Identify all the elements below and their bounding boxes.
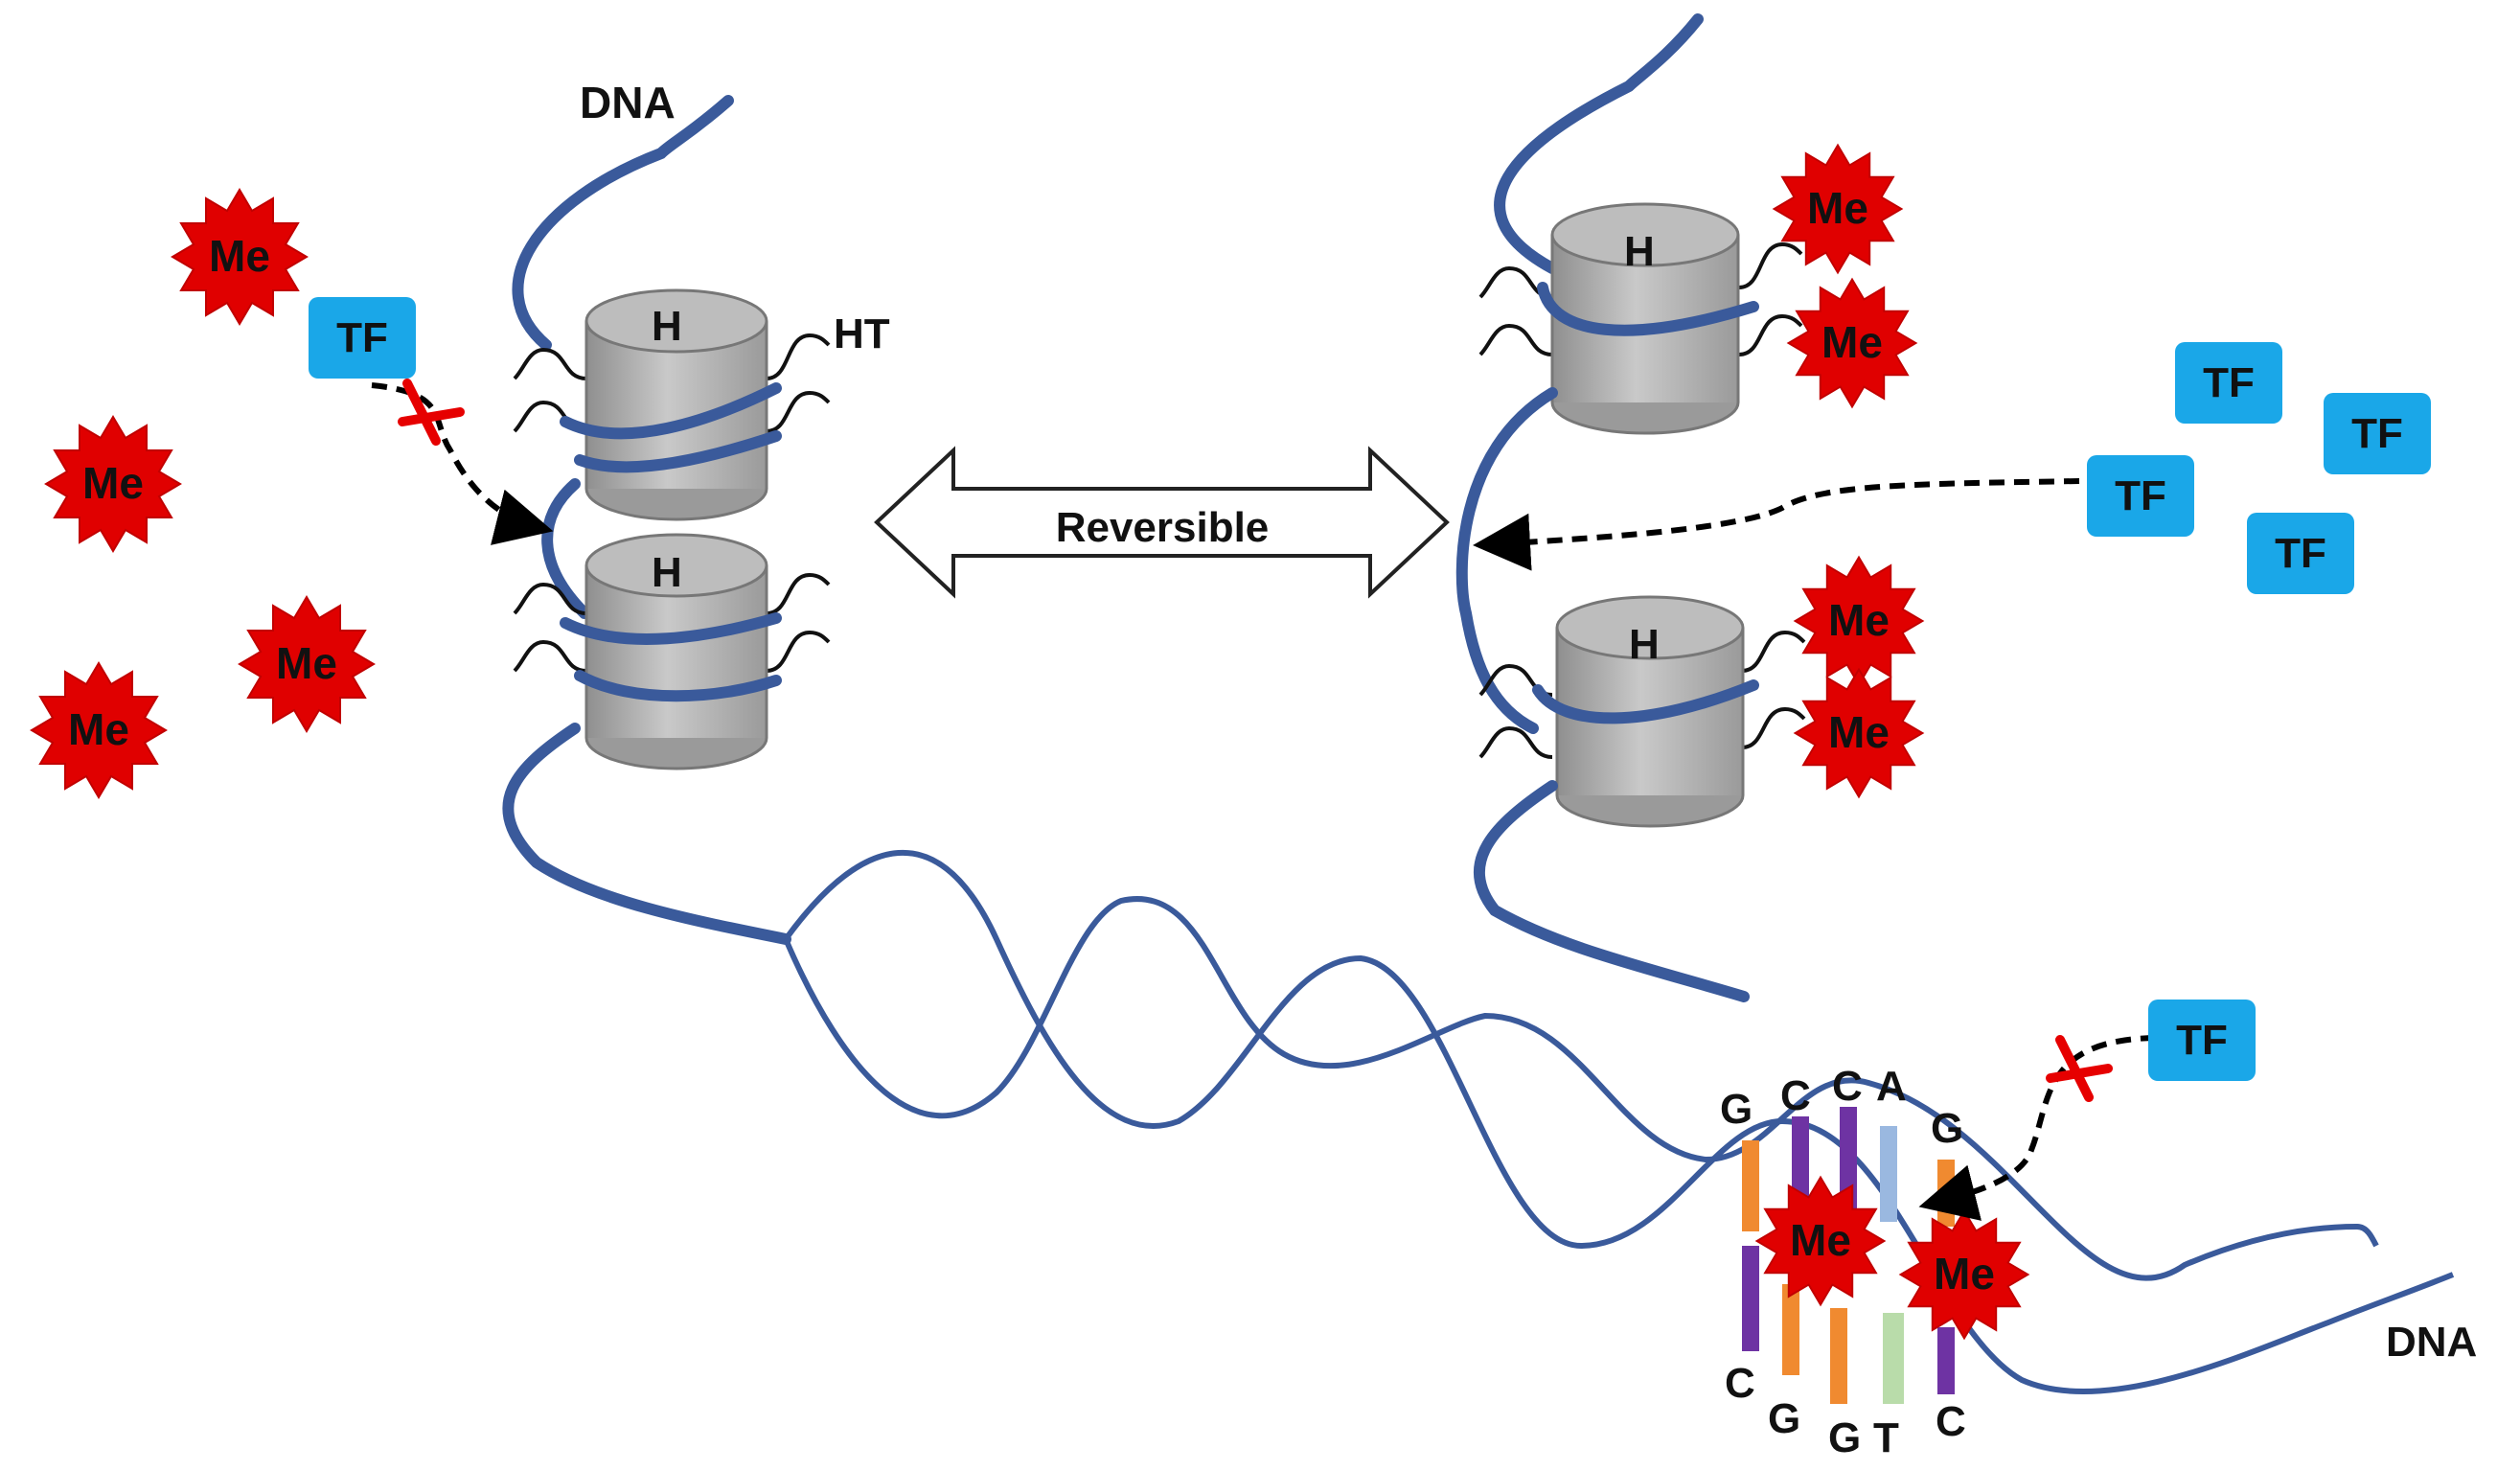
dna-wrap-left-lower-2 <box>574 670 782 702</box>
svg-text:Me: Me <box>209 231 270 281</box>
svg-text:TF: TF <box>2275 530 2326 577</box>
methyl-helix-1: Me <box>1755 1176 1886 1306</box>
dna-wrap-left-lower-1 <box>560 612 782 645</box>
dna-wrap-left-upper-2 <box>574 430 782 473</box>
base-top-4: A <box>1876 1063 1907 1110</box>
tf-blocked-arrow-left <box>371 382 554 545</box>
dna-label-bottom: DNA <box>2386 1319 2477 1366</box>
tf-box-helix: TF <box>2148 1000 2256 1081</box>
block-mark-helix <box>2046 1035 2113 1102</box>
svg-text:Me: Me <box>82 458 144 508</box>
left-nucleosome-group: H H DNA HT <box>502 78 890 945</box>
methyl-tail-right-4: Me <box>1794 668 1924 798</box>
dna-strand-left-exit <box>502 723 791 945</box>
svg-text:Me: Me <box>1828 595 1890 645</box>
histone-cylinder-left-lower: H <box>584 533 768 770</box>
histone-label: H <box>1624 228 1655 275</box>
base-bottom-2: G <box>1768 1395 1800 1442</box>
base-bottom-1: C <box>1725 1360 1755 1407</box>
methyl-tail-right-3: Me <box>1794 556 1924 686</box>
tf-box-left: TF <box>309 297 416 379</box>
dna-wrap-right-lower-1 <box>1532 679 1759 724</box>
histone-label: H <box>1629 621 1660 668</box>
helix-strand-a <box>783 850 2455 1395</box>
methyl-free-1: Me <box>172 189 308 325</box>
svg-text:TF: TF <box>2203 359 2255 406</box>
base-letters-top: G C C A G <box>1720 1063 1963 1152</box>
svg-text:TF: TF <box>2115 472 2166 519</box>
base-top-1: G <box>1720 1086 1753 1133</box>
tf-blocked-arrow-helix <box>1918 1035 2157 1221</box>
base-top-2: C <box>1780 1072 1811 1119</box>
methyl-free-2: Me <box>45 416 181 552</box>
svg-text:Me: Me <box>1821 317 1883 367</box>
histone-tails-left-lower <box>513 572 831 673</box>
methyl-free-3: Me <box>239 596 375 732</box>
histone-label: H <box>652 303 682 350</box>
tf-box-right-2: TF <box>2324 393 2431 474</box>
base-bottom-4: T <box>1873 1414 1899 1461</box>
svg-text:Me: Me <box>68 704 129 754</box>
methyl-free-4: Me <box>31 662 167 798</box>
svg-text:Me: Me <box>1828 707 1890 757</box>
svg-text:TF: TF <box>2351 410 2403 457</box>
base-bottom-5: C <box>1936 1398 1966 1445</box>
svg-text:TF: TF <box>2176 1017 2228 1064</box>
dna-strand-right-exit <box>1473 780 1750 1002</box>
base-letters-bottom: C G G T C <box>1725 1360 1966 1461</box>
reversible-double-arrow: Reversible <box>874 446 1450 599</box>
helix-strand-b <box>783 896 2379 1281</box>
dna-strand-left-top <box>512 95 734 351</box>
base-top-3: C <box>1832 1063 1863 1110</box>
svg-text:Me: Me <box>1934 1249 1995 1299</box>
svg-text:Me: Me <box>1790 1215 1851 1265</box>
dna-link-right <box>1455 387 1558 734</box>
dna-wrap-left-upper-1 <box>560 382 782 440</box>
methyl-helix-2: Me <box>1899 1209 2029 1340</box>
methyl-tail-right-2: Me <box>1787 278 1917 408</box>
dna-double-helix <box>783 850 2455 1395</box>
dna-wrap-right-upper-1 <box>1537 282 1759 336</box>
svg-text:Me: Me <box>1807 183 1868 233</box>
histone-tail-label: HT <box>834 310 890 357</box>
reversible-label: Reversible <box>1056 504 1270 551</box>
histone-label: H <box>652 549 682 596</box>
tf-box-right-1: TF <box>2175 342 2282 424</box>
block-mark-left <box>398 379 465 446</box>
svg-text:TF: TF <box>336 314 388 361</box>
dna-strand-right-top <box>1494 13 1704 274</box>
tf-box-right-4: TF <box>2247 513 2354 594</box>
svg-text:Me: Me <box>276 638 337 688</box>
dna-label-top: DNA <box>580 78 676 127</box>
base-top-5: G <box>1931 1105 1963 1152</box>
tf-binding-arrow-right <box>1473 478 2080 571</box>
right-nucleosome-group: H H <box>1455 13 1806 1002</box>
base-bottom-3: G <box>1828 1414 1861 1461</box>
methyl-tail-right-1: Me <box>1773 144 1903 274</box>
tf-box-right-3: TF <box>2087 455 2194 537</box>
dna-link-left <box>541 478 590 619</box>
